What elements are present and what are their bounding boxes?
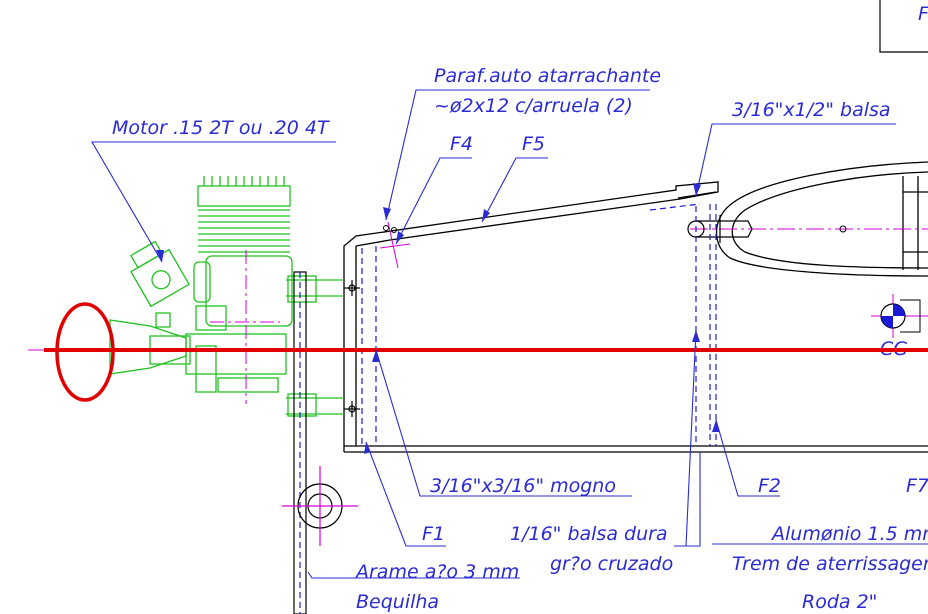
title-block: F xyxy=(879,0,928,53)
spinner-highlight-ring xyxy=(55,302,115,402)
former-f2-label: F2 xyxy=(758,475,781,497)
cg-symbol xyxy=(871,294,928,338)
gear-strut xyxy=(282,271,358,614)
screw-label-line1: Paraf.auto atarrachante xyxy=(434,65,661,87)
screw-label-line2: ~ø2x12 c/arruela (2) xyxy=(434,95,633,117)
engine-label: Motor .15 2T ou .20 4T xyxy=(112,117,330,139)
former-f4-label: F4 xyxy=(450,133,473,155)
wheel-label: Roda 2" xyxy=(802,591,877,613)
balsa-strip-label: 3/16"x1/2" balsa xyxy=(732,99,891,121)
carburetor xyxy=(129,240,190,308)
engine xyxy=(109,176,344,417)
former-f5-label: F5 xyxy=(522,133,545,155)
tailskid-label: Bequilha xyxy=(356,591,439,613)
leader-arrowheads xyxy=(156,183,720,454)
wire-label: Arame a?o 3 mm xyxy=(354,561,519,583)
landing-gear-label: Trem de aterrissagem xyxy=(732,553,928,575)
former-f7-label: F7 xyxy=(906,475,928,497)
former-f1-label: F1 xyxy=(422,523,445,545)
former-lines xyxy=(361,203,717,446)
wing-spar-mark xyxy=(839,225,847,233)
title-block-letter: F xyxy=(918,3,928,25)
balsa-dura-label: 1/16" balsa dura xyxy=(510,523,668,545)
deck-screws xyxy=(379,221,411,269)
canopy-outline xyxy=(716,161,928,277)
aluminum-label: Alumønio 1.5 mm xyxy=(770,523,928,545)
fuselage-outline xyxy=(343,181,928,453)
firewall-bolts xyxy=(344,280,360,417)
leader-lines xyxy=(91,89,928,579)
mogno-label: 3/16"x3/16" mogno xyxy=(430,475,616,497)
grain-label: gr?o cruzado xyxy=(550,553,673,575)
